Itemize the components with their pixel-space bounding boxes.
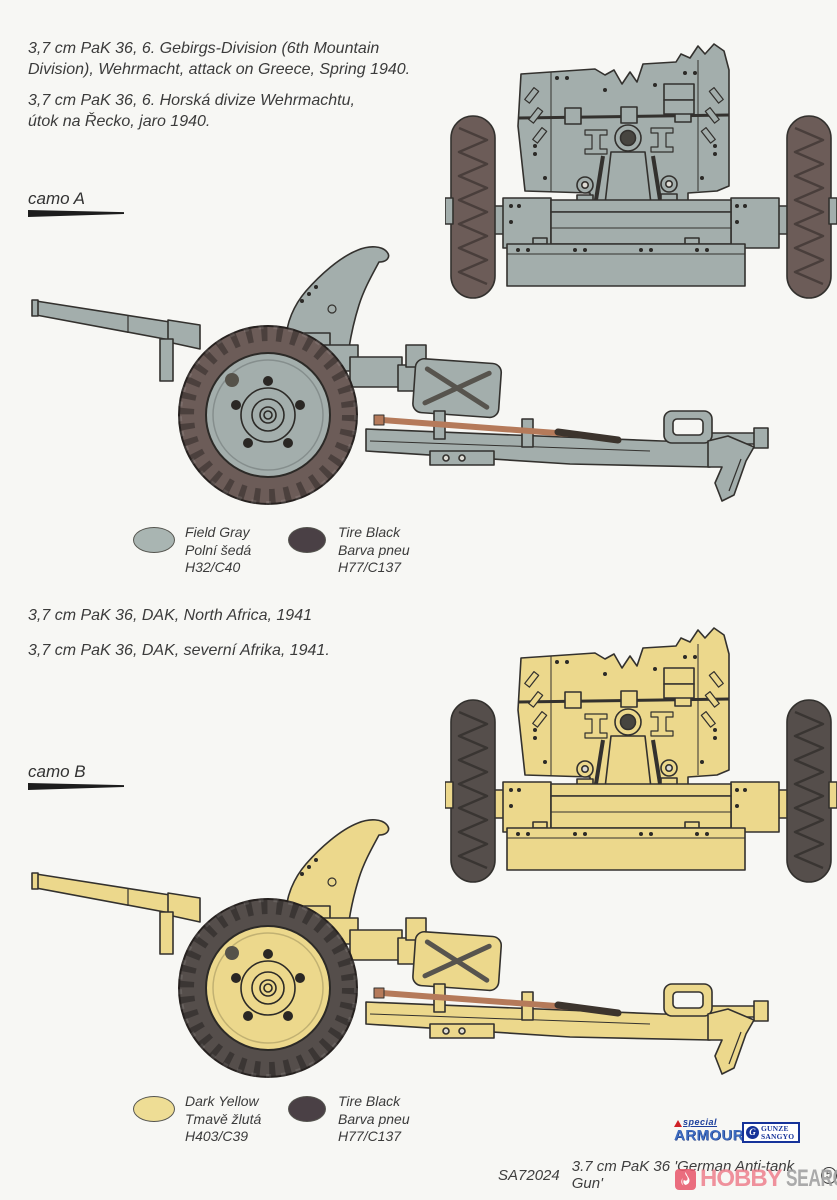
gunze-line2: SANGYO [761,1131,795,1141]
camo-b-caption-en: 3,7 cm PaK 36, DAK, North Africa, 1941 [28,605,312,626]
caption-line: 3,7 cm PaK 36, 6. Horská divize Wehrmach… [28,92,355,109]
swatch-paint-code: H77/C137 [338,1128,402,1144]
caption-line: Division), Wehrmacht, attack on Greece, … [28,61,411,78]
special-armour-logo-top: special [674,1118,744,1127]
swatch-paint-code: H32/C40 [185,559,241,575]
camo-b-underline [28,783,124,790]
swatch-label-tire-black-a: Tire Black Barva pneu H77/C137 [338,524,410,577]
camo-b-side-view-illustration [10,818,770,1098]
swatch-name-cs: Barva pneu [338,541,410,558]
color-swatch-tire-black-a [288,527,326,553]
swatch-name-cs: Polní šedá [185,541,252,558]
swatch-name-en: Field Gray [185,524,250,540]
special-armour-logo: special ARMOUR [674,1118,744,1143]
gunze-sangyo-logo: G GUNZE SANGYO [742,1122,800,1143]
watermark-search-text: SEARCH [785,1165,837,1192]
special-text: special [683,1117,718,1127]
color-swatch-dark-yellow [133,1096,175,1122]
camo-b-label: camo B [28,762,86,781]
color-swatch-field-gray [133,527,175,553]
swatch-label-dark-yellow: Dark Yellow Tmavě žlutá H403/C39 [185,1093,261,1146]
scan-edge [0,0,837,3]
caption-line: 3,7 cm PaK 36, DAK, severní Afrika, 1941… [28,642,330,659]
camo-a-caption-en: 3,7 cm PaK 36, 6. Gebirgs-Division (6th … [28,38,410,80]
page-number-badge: 5 [820,1166,837,1184]
watermark-hobby-text: HOBBY [700,1165,783,1192]
caption-line: útok na Řecko, jaro 1940. [28,113,211,130]
gunze-line1: GUNZE [761,1124,789,1133]
caption-line: 3,7 cm PaK 36, DAK, North Africa, 1941 [28,607,312,624]
swatch-name-en: Dark Yellow [185,1093,259,1109]
swatch-paint-code: H77/C137 [338,559,402,575]
product-title-line: SA72024 3.7 cm PaK 36 'German Anti-tank … [498,1158,837,1192]
product-title: 3.7 cm PaK 36 'German Anti-tank Gun' [571,1158,795,1192]
swatch-name-cs: Tmavě žlutá [185,1110,262,1127]
swatch-name-en: Tire Black [338,1093,401,1109]
camo-a-side-view-illustration [10,245,770,525]
camo-a-underline [28,210,124,217]
gunze-g-icon: G [746,1126,759,1139]
gunze-logo-text: GUNZE SANGYO [761,1125,794,1140]
hobby-search-flame-icon [675,1168,696,1190]
camo-a-caption-cs: 3,7 cm PaK 36, 6. Horská divize Wehrmach… [28,90,355,132]
color-swatch-tire-black-b [288,1096,326,1122]
swatch-name-cs: Barva pneu [338,1110,410,1127]
caption-line: 3,7 cm PaK 36, 6. Gebirgs-Division (6th … [28,40,380,57]
hobby-search-watermark: HOBBY SEARCH [675,1165,837,1193]
swatch-label-field-gray: Field Gray Polní šedá H32/C40 [185,524,251,577]
camo-a-label: camo A [28,189,86,208]
product-code: SA72024 [498,1166,560,1184]
swatch-label-tire-black-b: Tire Black Barva pneu H77/C137 [338,1093,410,1146]
camo-b-caption-cs: 3,7 cm PaK 36, DAK, severní Afrika, 1941… [28,640,330,661]
armour-triangle-icon [674,1120,682,1127]
swatch-name-en: Tire Black [338,524,401,540]
armour-text: ARMOUR [674,1127,744,1144]
swatch-paint-code: H403/C39 [185,1128,249,1144]
